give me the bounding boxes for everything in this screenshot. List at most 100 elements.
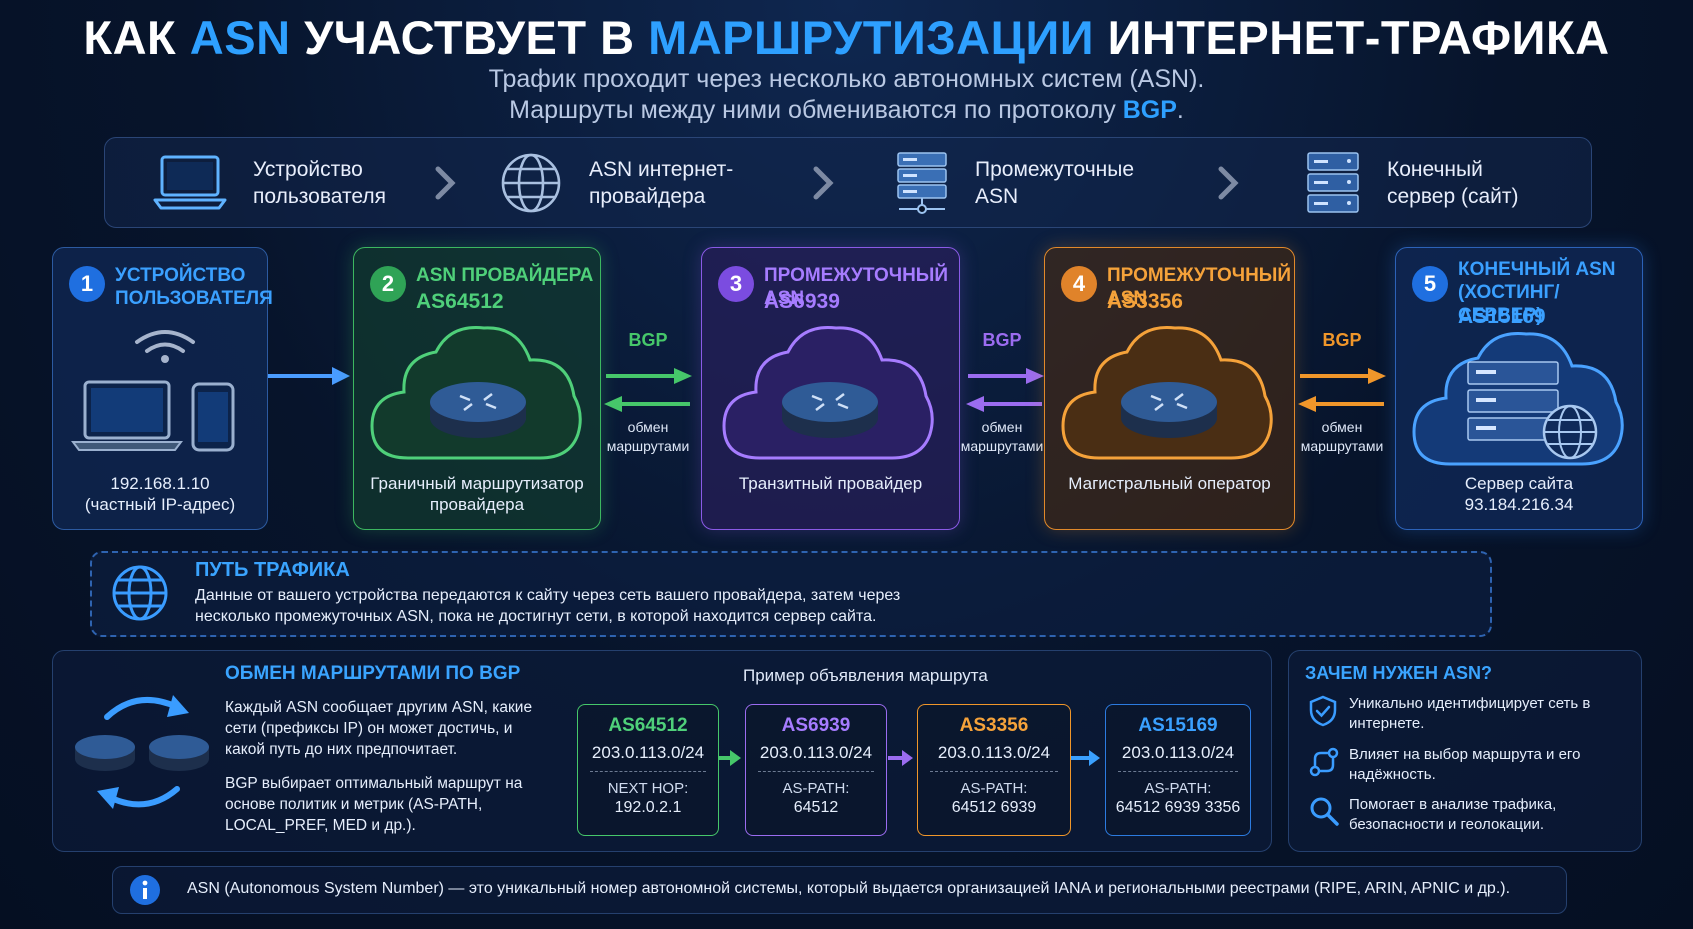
arrow-right-icon xyxy=(888,750,913,766)
flow-step-transit: Промежуточные ASN xyxy=(895,138,1134,227)
title-text: УЧАСТВУЕТ В xyxy=(290,11,649,64)
route-prefix: 203.0.113.0/24 xyxy=(759,743,873,762)
subtitle-line-2: Маршруты между ними обмениваются по прот… xyxy=(0,95,1693,126)
bgp-link-1: BGP обмен маршрутами xyxy=(592,330,704,454)
step-number: 5 xyxy=(1412,266,1448,302)
card-title: ПРОМЕЖУТОЧНЫЙ ASN xyxy=(764,265,949,309)
route-attr-value: 64512 6939 3356 xyxy=(1115,799,1241,816)
card-description: Магистральный оператор xyxy=(1068,474,1271,493)
bgp-link-2: BGP обмен маршрутами xyxy=(946,330,1058,454)
card-title: КОНЕЧНЫЙ ASN (ХОСТИНГ/СЕРВЕР) xyxy=(1458,259,1616,326)
bgp-sublabel: обмен маршрутами xyxy=(960,419,1044,454)
section-text: Каждый ASN сообщает другим ASN, какие се… xyxy=(225,699,533,758)
bidirectional-arrow-icon xyxy=(966,368,1044,412)
why-asn-box: ЗАЧЕМ НУЖЕН ASN? Уникально идентифицируе… xyxy=(1288,650,1642,852)
arrow-right-icon xyxy=(1071,750,1100,766)
route-as: AS6939 xyxy=(781,715,851,736)
card-server-asn: 5 КОНЕЧНЫЙ ASN (ХОСТИНГ/СЕРВЕР) AS15169 … xyxy=(1395,247,1643,530)
server-rack-icon xyxy=(1307,151,1359,213)
example-title: Пример объявления маршрута xyxy=(743,666,988,685)
bgp-label: BGP xyxy=(1322,330,1362,350)
info-icon xyxy=(130,875,160,905)
section-text: Данные от вашего устройства передаются к… xyxy=(195,587,901,625)
cloud-router-icon xyxy=(1061,326,1273,460)
traffic-path-box: ПУТЬ ТРАФИКА Данные от вашего устройства… xyxy=(90,551,1492,637)
info-text: ASN (Autonomous System Number) — это уни… xyxy=(187,880,1511,897)
section-text: BGP выбирает оптимальный маршрут на осно… xyxy=(225,775,523,834)
title-text: КАК xyxy=(83,11,190,64)
card-title: ASN ПРОВАЙДЕРА xyxy=(416,265,594,286)
route-as: AS64512 xyxy=(608,715,688,736)
card-user-device: 1 УСТРОЙСТВО ПОЛЬЗОВАТЕЛЯ 192.168.1.10 (… xyxy=(52,247,273,530)
card-as-number: AS3356 xyxy=(1107,290,1183,313)
subtitle-line-1: Трафик проходит через несколько автономн… xyxy=(488,65,1205,93)
card-title: ПРОМЕЖУТОЧНЫЙ ASN xyxy=(1107,265,1292,309)
arrow-right-icon xyxy=(268,367,350,385)
cloud-router-icon xyxy=(370,326,582,460)
step-number: 1 xyxy=(69,266,105,302)
why-item-text: Уникально идентифицирует сеть в интернет… xyxy=(1349,695,1591,732)
flow-step-isp: ASN интернет- провайдера xyxy=(499,138,733,227)
route-attr-value: 64512 xyxy=(793,799,839,816)
route-attr-value: 192.0.2.1 xyxy=(614,799,682,816)
title-text: ИНТЕРНЕТ-ТРАФИКА xyxy=(1094,11,1610,64)
globe-icon xyxy=(501,153,561,212)
laptop-icon xyxy=(153,155,227,209)
routers-exchange-icon xyxy=(75,695,209,809)
bgp-link-3: BGP обмен маршрутами xyxy=(1286,330,1398,454)
route-card: AS64512 203.0.113.0/24 NEXT HOP: 192.0.2… xyxy=(577,704,719,836)
section-title: ПУТЬ ТРАФИКА xyxy=(195,559,350,581)
card-as-number: AS6939 xyxy=(764,290,840,313)
flow-label: Промежуточные ASN xyxy=(975,157,1135,208)
title-highlight-asn: ASN xyxy=(189,11,291,64)
step-number: 4 xyxy=(1061,266,1097,302)
step-number: 3 xyxy=(718,266,754,302)
bidirectional-arrow-icon xyxy=(1298,368,1386,412)
route-prefix: 203.0.113.0/24 xyxy=(937,743,1051,762)
card-description: Транзитный провайдер xyxy=(738,474,923,493)
subtitle-text: Маршруты между ними обмениваются по прот… xyxy=(509,96,1123,124)
server-network-icon xyxy=(897,151,947,214)
divider xyxy=(758,771,874,772)
subtitle-bgp: BGP xyxy=(1122,96,1177,124)
chevron-right-icon xyxy=(1218,166,1239,200)
route-icon xyxy=(1309,747,1339,777)
subtitle-text: . xyxy=(1176,96,1184,124)
route-card: AS3356 203.0.113.0/24 AS-PATH: 64512 693… xyxy=(917,704,1071,836)
divider xyxy=(1118,771,1238,772)
cloud-server-icon xyxy=(1412,332,1624,466)
page-subtitle: Трафик проходит через несколько автономн… xyxy=(0,64,1693,126)
card-as-number: AS15169 xyxy=(1458,305,1546,328)
card-title: УСТРОЙСТВО ПОЛЬЗОВАТЕЛЯ xyxy=(115,265,273,309)
route-prefix: 203.0.113.0/24 xyxy=(591,743,705,762)
route-attr-label: NEXT HOP: xyxy=(607,780,689,797)
card-isp-asn: 2 ASN ПРОВАЙДЕРА AS64512 Граничный маршр… xyxy=(353,247,601,530)
flow-label: Конечный сервер (сайт) xyxy=(1387,157,1519,208)
globe-icon xyxy=(112,565,168,621)
flow-label: Устройство пользователя xyxy=(253,157,386,208)
route-attr-value: 64512 6939 xyxy=(951,799,1037,816)
arrow-right-icon xyxy=(718,750,741,766)
info-footer: ASN (Autonomous System Number) — это уни… xyxy=(112,866,1567,914)
divider xyxy=(590,771,706,772)
card-backbone-asn: 4 ПРОМЕЖУТОЧНЫЙ ASN AS3356 Магистральный… xyxy=(1044,247,1295,530)
route-card: AS15169 203.0.113.0/24 AS-PATH: 64512 69… xyxy=(1105,704,1251,836)
route-attr-label: AS-PATH: xyxy=(782,780,850,797)
card-description: 192.168.1.10 (частный IP-адрес) xyxy=(84,474,236,514)
card-as-number: AS64512 xyxy=(416,290,504,313)
bidirectional-arrow-icon xyxy=(604,368,692,412)
divider xyxy=(930,771,1058,772)
why-item-text: Влияет на выбор маршрута и его надёжност… xyxy=(1349,746,1581,783)
page-title: КАК ASN УЧАСТВУЕТ В МАРШРУТИЗАЦИИ ИНТЕРН… xyxy=(0,10,1693,65)
route-as: AS3356 xyxy=(959,715,1029,736)
route-attr-label: AS-PATH: xyxy=(1144,780,1212,797)
cloud-router-icon xyxy=(722,326,934,460)
flow-label: ASN интернет- провайдера xyxy=(589,157,734,208)
chevron-right-icon xyxy=(813,166,834,200)
flow-bar: Устройство пользователя ASN интернет- пр… xyxy=(104,137,1592,228)
section-title: ЗАЧЕМ НУЖЕН ASN? xyxy=(1305,663,1493,683)
flow-step-device: Устройство пользователя xyxy=(153,138,386,227)
chevron-right-icon xyxy=(435,166,456,200)
bgp-label: BGP xyxy=(628,330,668,350)
step-number: 2 xyxy=(370,266,406,302)
